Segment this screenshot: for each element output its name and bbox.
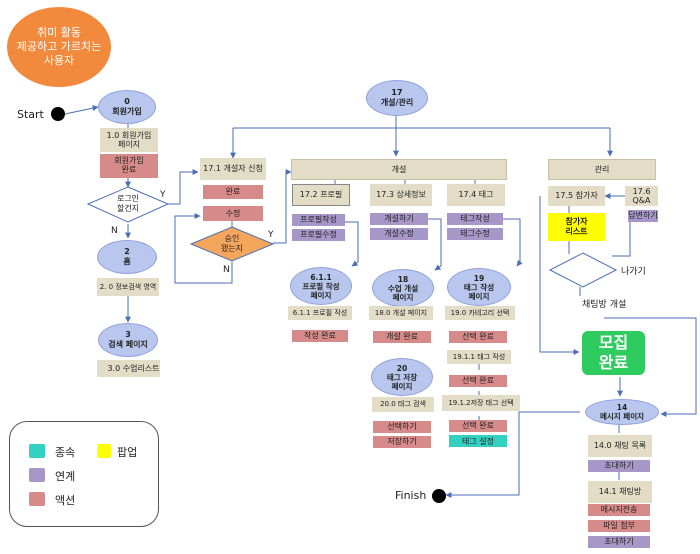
profile-write-complete-action[interactable]: 작성 완료: [292, 330, 348, 342]
tag-save-action[interactable]: 저장하기: [373, 436, 431, 448]
tag-search-item: 20.0 태그 검색: [372, 397, 434, 412]
send-message-action[interactable]: 메시지전송: [588, 504, 650, 516]
start-dot: [51, 107, 65, 121]
leave-label: 나가기: [621, 267, 646, 277]
manage-section-header: 관리: [548, 159, 656, 180]
creator-apply-box: 17.1 개설자 신청: [200, 158, 266, 180]
profile-write-page-node[interactable]: 6.1.1 프로필 작성 페이지: [290, 267, 352, 305]
leave-decision-diamond: [548, 252, 618, 288]
open-section-header: 개설: [291, 159, 507, 180]
tag-write-item: 19.1.1 태그 작성: [447, 350, 511, 364]
chat-list-box: 14.0 채팅 목록: [588, 435, 652, 457]
class-open-item: 18.0 개설 페이지: [369, 306, 433, 320]
category-select-complete-action[interactable]: 선택 완료: [449, 331, 507, 343]
tag-write-link[interactable]: 태그작성: [447, 213, 503, 225]
tag-write-complete-action[interactable]: 선택 완료: [449, 375, 507, 387]
detail-info-box: 17.3 상세정보: [370, 184, 432, 206]
home-page-node[interactable]: 2 홈: [97, 240, 157, 274]
legend-action-label: 액션: [55, 494, 76, 507]
chat-list-invite-link[interactable]: 초대하기: [588, 460, 650, 472]
finish-label: Finish: [395, 489, 427, 502]
profile-write-item: 6.1.1 프로필 작성: [288, 306, 352, 320]
profile-write-link[interactable]: 프로필작성: [292, 214, 345, 226]
qa-box: 17.6 Q&A: [625, 186, 658, 206]
finish-dot: [432, 489, 446, 503]
profile-box: 17.2 프로필: [292, 184, 350, 206]
signup-complete-action[interactable]: 회원가입 완료: [100, 154, 158, 178]
login-yes-label: Y: [160, 190, 166, 200]
profile-edit-link[interactable]: 프로필수정: [292, 229, 345, 241]
chat-open-label: 채팅방 개설: [582, 300, 627, 310]
legend-link-swatch: [29, 468, 45, 482]
tag-edit-link[interactable]: 태그수정: [447, 228, 503, 240]
start-label: Start: [17, 108, 44, 121]
tag-box: 17.4 태그: [447, 184, 505, 206]
signup-page-box: 1.0 회원가입 페이지: [100, 128, 158, 152]
chat-room-box: 14.1 채팅방: [588, 481, 652, 503]
manage-page-node[interactable]: 17 개설/관리: [366, 80, 428, 116]
approval-decision-diamond: [189, 226, 275, 262]
recruitment-complete-node[interactable]: 모집 완료: [582, 331, 645, 375]
tag-setting-sub[interactable]: 태그 설정: [449, 435, 507, 447]
chat-room-invite-link[interactable]: 초대하기: [588, 536, 650, 548]
attach-file-action[interactable]: 파일 첨부: [588, 520, 650, 532]
category-select-item: 19.0 카테고리 선택: [445, 306, 515, 320]
participants-box: 17.5 참가자: [548, 186, 605, 206]
signup-page-node[interactable]: 0 회원가입: [98, 90, 156, 124]
legend-link-label: 연계: [55, 470, 76, 483]
legend-popup-label: 팝업: [117, 446, 138, 459]
approval-no-label: N: [223, 265, 230, 275]
approval-decision-label: 승인 됐는지: [220, 234, 244, 253]
user-role-bubble: 취미 활동 제공하고 가르치는 사용자: [7, 7, 111, 87]
login-decision-label: 로그인 할건지: [116, 194, 140, 213]
legend-sub-label: 종속: [55, 446, 76, 459]
apply-complete-action[interactable]: 완료: [203, 185, 263, 199]
legend-action-swatch: [29, 492, 45, 506]
message-page-node[interactable]: 14 메시지 페이지: [585, 399, 659, 425]
login-decision-diamond: [86, 186, 170, 223]
saved-tag-select-complete-action[interactable]: 선택 완료: [449, 420, 507, 432]
saved-tag-select-item: 19.1.2저장 태그 선택: [442, 395, 520, 411]
search-page-node[interactable]: 3 검색 페이지: [98, 323, 158, 357]
home-info-search-area: 2. 0 정보검색 영역: [97, 278, 159, 296]
login-no-label: N: [111, 226, 118, 236]
class-list-box: 3.0 수업리스트: [97, 360, 160, 377]
tag-save-page-node[interactable]: 20 태그 저장 페이지: [371, 358, 433, 396]
legend-sub-swatch: [29, 444, 45, 458]
qa-answer-link[interactable]: 답변하기: [628, 210, 658, 222]
legend: 종속 팝업 연계 액션: [9, 421, 159, 527]
participant-list-popup[interactable]: 참가자 리스트: [548, 213, 605, 241]
class-open-complete-action[interactable]: 개설 완료: [373, 331, 431, 343]
legend-popup-swatch: [97, 444, 111, 458]
apply-edit-action[interactable]: 수정: [203, 206, 263, 221]
class-open-page-node[interactable]: 18 수업 개설 페이지: [372, 269, 434, 307]
class-open-link[interactable]: 개설하기: [370, 213, 428, 225]
tag-select-action[interactable]: 선택하기: [373, 421, 431, 433]
tag-write-page-node[interactable]: 19 태그 작성 페이지: [447, 268, 511, 306]
class-edit-link[interactable]: 개설수정: [370, 228, 428, 240]
approval-yes-label: Y: [268, 230, 274, 240]
